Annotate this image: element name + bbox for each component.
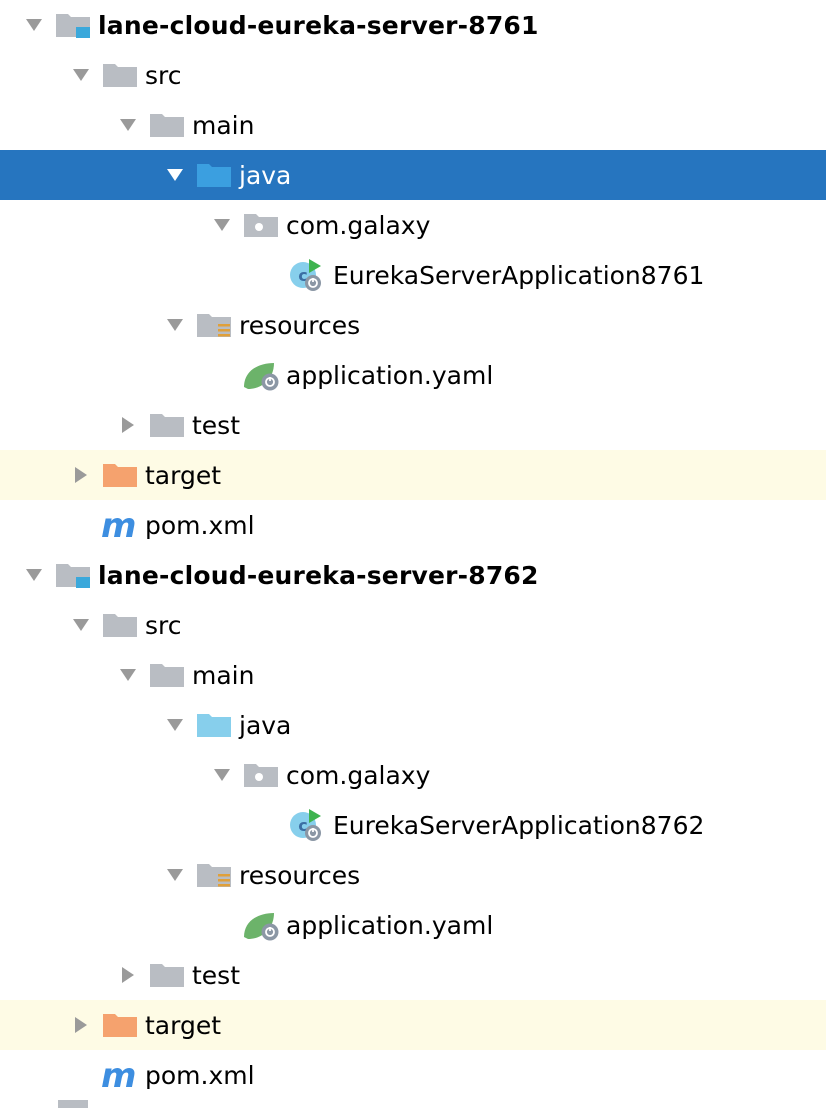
- tree-node-label: lane-cloud-eureka-server-8762: [98, 560, 539, 590]
- package-icon: [240, 757, 284, 793]
- tree-node[interactable]: java: [0, 150, 826, 200]
- package-icon: [240, 207, 284, 243]
- expand-arrow-icon[interactable]: [157, 860, 193, 890]
- tree-node-label: target: [145, 1010, 222, 1040]
- tree-node-label: java: [239, 710, 292, 740]
- arrow-placeholder: [251, 810, 287, 840]
- tree-node[interactable]: test: [0, 950, 826, 1000]
- folder-icon: [146, 407, 190, 443]
- tree-node-label: application.yaml: [286, 360, 494, 390]
- expand-arrow-icon[interactable]: [157, 160, 193, 190]
- tree-node[interactable]: java: [0, 700, 826, 750]
- tree-node-label: pom.xml: [145, 510, 255, 540]
- collapse-arrow-icon[interactable]: [110, 410, 146, 440]
- tree-node[interactable]: com.galaxy: [0, 200, 826, 250]
- folder-icon: [99, 57, 143, 93]
- expand-arrow-icon[interactable]: [204, 210, 240, 240]
- svg-text:m: m: [101, 1057, 136, 1093]
- tree-node-label: target: [145, 460, 222, 490]
- tree-node-label: main: [192, 110, 255, 140]
- tree-node[interactable]: c EurekaServerApplication8762: [0, 800, 826, 850]
- resources-folder-icon: [193, 857, 237, 893]
- tree-node[interactable]: main: [0, 650, 826, 700]
- expand-arrow-icon[interactable]: [16, 10, 52, 40]
- spring-boot-class-icon: c: [287, 257, 331, 293]
- tree-node[interactable]: lane-cloud-eureka-server-8762: [0, 550, 826, 600]
- tree-node[interactable]: target: [0, 1000, 826, 1050]
- tree-node-label: src: [145, 60, 182, 90]
- tree-node[interactable]: m pom.xml: [0, 500, 826, 550]
- tree-node[interactable]: resources: [0, 300, 826, 350]
- tree-node-label: test: [192, 960, 241, 990]
- tree-node-label: resources: [239, 310, 361, 340]
- tree-node[interactable]: c EurekaServerApplication8761: [0, 250, 826, 300]
- next-node-icon-partial: [58, 1100, 88, 1108]
- arrow-placeholder: [204, 910, 240, 940]
- expand-arrow-icon[interactable]: [157, 710, 193, 740]
- arrow-placeholder: [251, 260, 287, 290]
- tree-node-label: java: [239, 160, 292, 190]
- expand-arrow-icon[interactable]: [110, 110, 146, 140]
- source-folder-icon: [193, 157, 237, 193]
- tree-node[interactable]: com.galaxy: [0, 750, 826, 800]
- tree-node-label: resources: [239, 860, 361, 890]
- tree-node[interactable]: target: [0, 450, 826, 500]
- tree-node[interactable]: resources: [0, 850, 826, 900]
- spring-config-icon: [240, 907, 284, 943]
- svg-text:c: c: [298, 816, 307, 835]
- maven-icon: m: [99, 507, 143, 543]
- tree-node[interactable]: lane-cloud-eureka-server-8761: [0, 0, 826, 50]
- collapse-arrow-icon[interactable]: [110, 960, 146, 990]
- tree-node[interactable]: src: [0, 50, 826, 100]
- folder-icon: [146, 657, 190, 693]
- resources-folder-icon: [193, 307, 237, 343]
- tree-node-label: com.galaxy: [286, 210, 431, 240]
- tree-node-label: com.galaxy: [286, 760, 431, 790]
- tree-node-label: application.yaml: [286, 910, 494, 940]
- excluded-folder-icon: [99, 1007, 143, 1043]
- collapse-arrow-icon[interactable]: [63, 1010, 99, 1040]
- folder-icon: [99, 607, 143, 643]
- arrow-placeholder: [63, 510, 99, 540]
- tree-node-label: test: [192, 410, 241, 440]
- svg-text:c: c: [298, 266, 307, 285]
- tree-node-label: EurekaServerApplication8761: [333, 260, 705, 290]
- tree-node-label: lane-cloud-eureka-server-8761: [98, 10, 539, 40]
- spring-boot-class-icon: c: [287, 807, 331, 843]
- spring-config-icon: [240, 357, 284, 393]
- tree-node[interactable]: application.yaml: [0, 900, 826, 950]
- expand-arrow-icon[interactable]: [110, 660, 146, 690]
- folder-icon: [146, 107, 190, 143]
- source-folder-icon: [193, 707, 237, 743]
- tree-node[interactable]: m pom.xml: [0, 1050, 826, 1100]
- module-folder-icon: [52, 557, 96, 593]
- expand-arrow-icon[interactable]: [204, 760, 240, 790]
- svg-text:m: m: [101, 507, 136, 543]
- arrow-placeholder: [204, 360, 240, 390]
- expand-arrow-icon[interactable]: [63, 60, 99, 90]
- module-folder-icon: [52, 7, 96, 43]
- tree-node[interactable]: src: [0, 600, 826, 650]
- expand-arrow-icon[interactable]: [157, 310, 193, 340]
- collapse-arrow-icon[interactable]: [63, 460, 99, 490]
- tree-node-label: src: [145, 610, 182, 640]
- maven-icon: m: [99, 1057, 143, 1093]
- arrow-placeholder: [63, 1060, 99, 1090]
- tree-node-label: EurekaServerApplication8762: [333, 810, 705, 840]
- tree-node[interactable]: main: [0, 100, 826, 150]
- expand-arrow-icon[interactable]: [63, 610, 99, 640]
- tree-node[interactable]: application.yaml: [0, 350, 826, 400]
- tree-node-label: pom.xml: [145, 1060, 255, 1090]
- tree-node-label: main: [192, 660, 255, 690]
- folder-icon: [146, 957, 190, 993]
- expand-arrow-icon[interactable]: [16, 560, 52, 590]
- excluded-folder-icon: [99, 457, 143, 493]
- tree-node[interactable]: test: [0, 400, 826, 450]
